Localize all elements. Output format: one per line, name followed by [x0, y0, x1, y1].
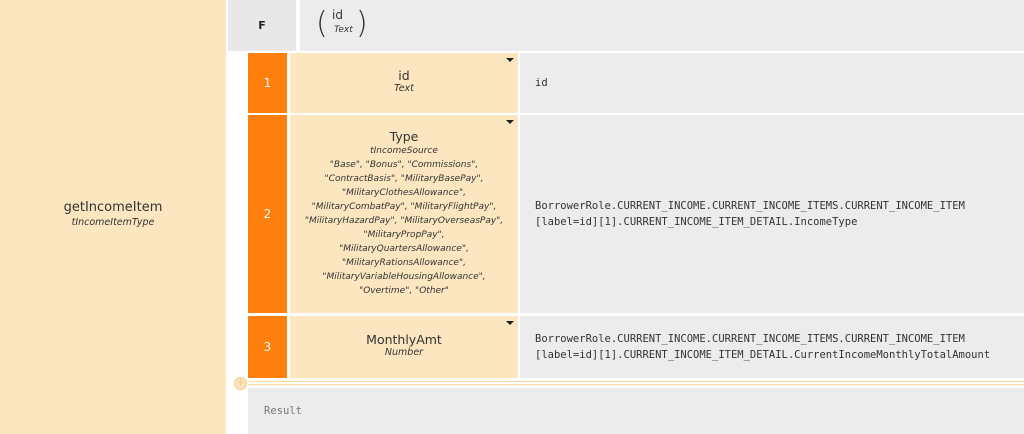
entry-type: Text [394, 83, 414, 94]
caret-down-icon[interactable] [506, 321, 514, 325]
allowed-value: "Overtime", "Other" [359, 286, 449, 296]
entry-type: tIncomeSource [370, 146, 438, 156]
parameters-header[interactable]: ( id Text ) [300, 0, 1024, 51]
plus-circle-icon[interactable]: + [234, 376, 247, 390]
row-number[interactable]: 3 [248, 316, 287, 378]
allowed-value: "MilitaryVariableHousingAllowance", [322, 272, 486, 282]
context-entry-value[interactable]: id [520, 53, 1024, 113]
value-line: [label=id][1].CURRENT_INCOME_ITEM_DETAIL… [535, 216, 858, 228]
allowed-value: "MilitaryRationsAllowance", [342, 258, 466, 268]
value-line: BorrowerRole.CURRENT_INCOME.CURRENT_INCO… [535, 200, 965, 212]
context-entry-key[interactable]: MonthlyAmt Number [290, 316, 518, 378]
caret-down-icon[interactable] [506, 58, 514, 62]
row-number[interactable]: 2 [248, 115, 287, 313]
row-number[interactable]: 1 [248, 53, 287, 113]
allowed-value: "ContractBasis", "MilitaryBasePay", [324, 174, 484, 184]
context-entry-key[interactable]: Type tIncomeSource "Base", "Bonus", "Com… [290, 115, 518, 313]
allowed-value: "MilitaryClothesAllowance", [342, 188, 466, 198]
value-line: [label=id][1].CURRENT_INCOME_ITEM_DETAIL… [535, 349, 991, 361]
value-line: BorrowerRole.CURRENT_INCOME.CURRENT_INCO… [535, 333, 965, 345]
function-panel[interactable]: getIncomeItem tIncomeItemType [0, 0, 226, 434]
close-paren-glyph: ) [356, 6, 368, 41]
separator [248, 381, 1024, 382]
entry-name: MonthlyAmt [366, 332, 442, 347]
entry-name: Type [389, 129, 419, 144]
function-kind-label[interactable]: F [228, 0, 296, 51]
function-return-type: tIncomeItemType [71, 217, 155, 228]
result-cell[interactable]: Result [248, 388, 1024, 434]
context-entry-value[interactable]: BorrowerRole.CURRENT_INCOME.CURRENT_INCO… [520, 316, 1024, 378]
entry-type: Number [384, 347, 424, 358]
parameter-type: Text [334, 25, 353, 35]
open-paren-glyph: ( [316, 6, 328, 41]
allowed-value: "MilitaryQuartersAllowance", [339, 244, 469, 254]
allowed-value: "Base", "Bonus", "Commissions", [329, 160, 479, 170]
allowed-value: "MilitaryPropPay", [363, 230, 445, 240]
function-name: getIncomeItem [63, 200, 163, 215]
allowed-value: "MilitaryCombatPay", "MilitaryFlightPay"… [311, 202, 497, 212]
entry-name: id [398, 68, 410, 83]
allowed-value: "MilitaryHazardPay", "MilitaryOverseasPa… [304, 216, 504, 226]
caret-down-icon[interactable] [506, 120, 514, 124]
context-entry-key[interactable]: id Text [290, 53, 518, 113]
parameter-name: id [332, 8, 343, 22]
separator [248, 384, 1024, 385]
context-entry-value[interactable]: BorrowerRole.CURRENT_INCOME.CURRENT_INCO… [520, 115, 1024, 313]
value-line: id [535, 77, 548, 89]
